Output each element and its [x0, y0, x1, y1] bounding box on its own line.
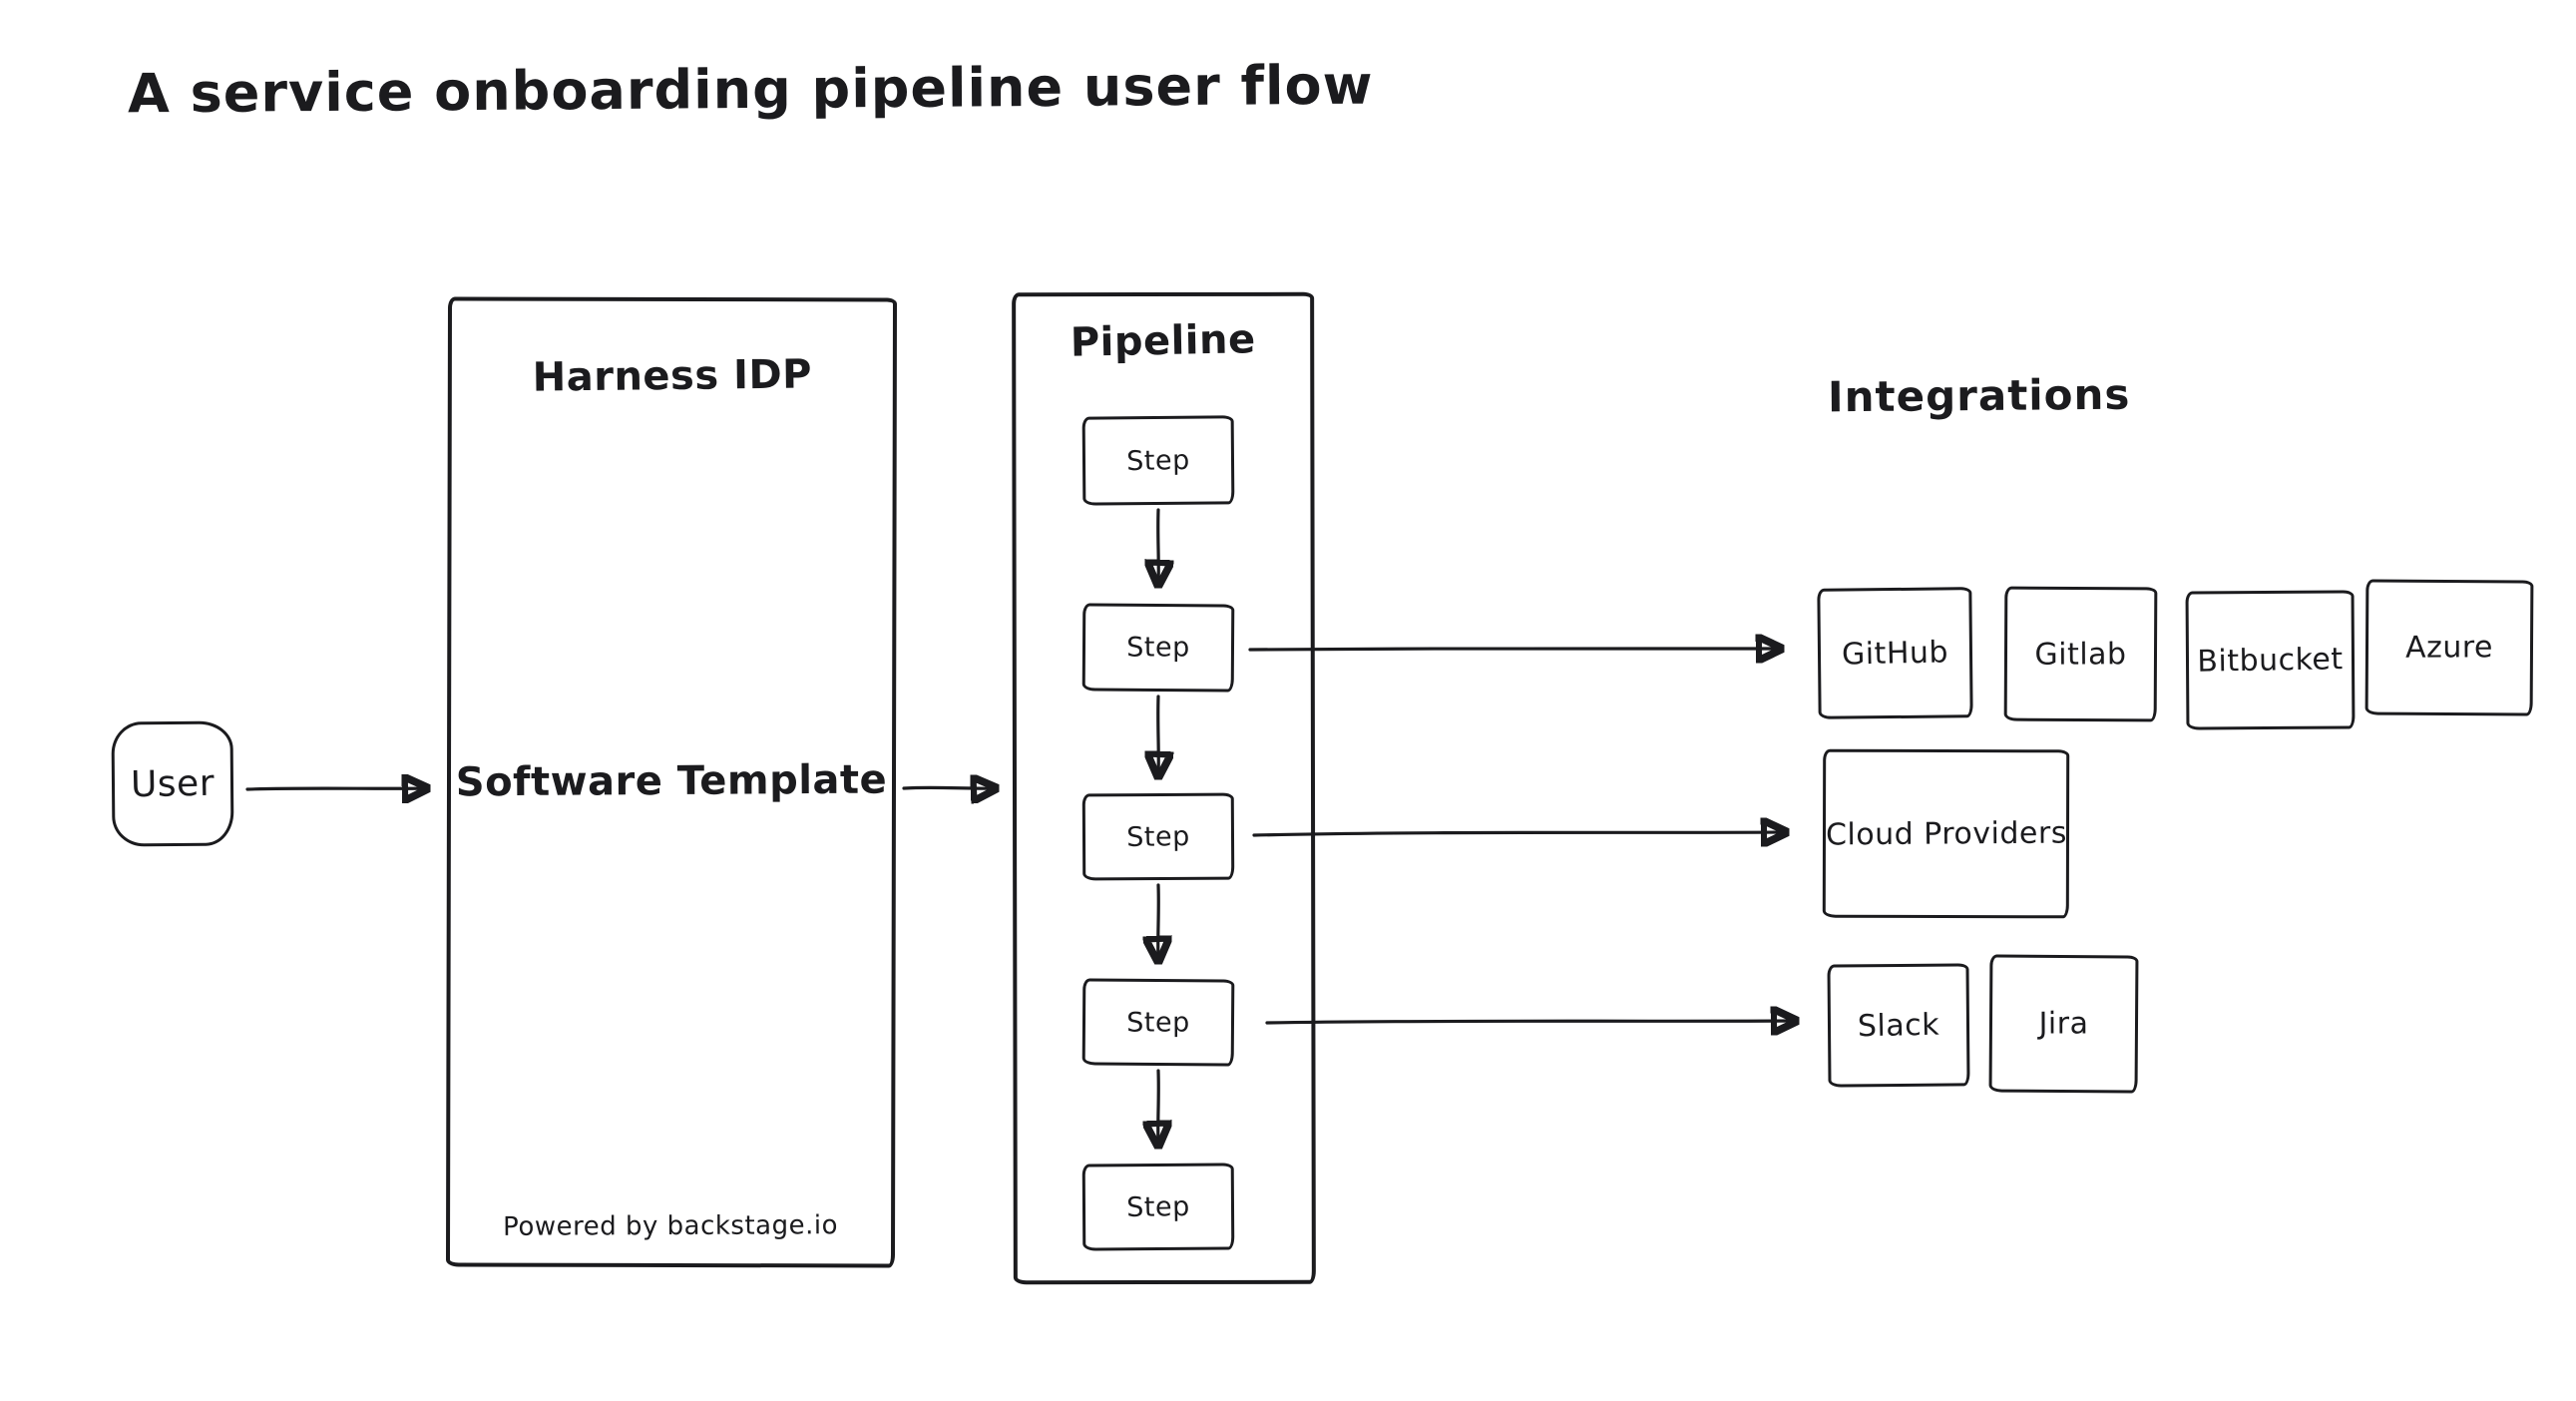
azure-label: Azure	[2404, 630, 2494, 666]
pipeline-step-2: Step	[1081, 603, 1235, 693]
user-node-label: User	[130, 762, 215, 805]
harness-idp-node: Harness IDP Software Template Powered by…	[445, 296, 898, 1268]
user-node: User	[111, 720, 234, 847]
cloud-providers-label: Cloud Providers	[1825, 815, 2068, 852]
bitbucket-label: Bitbucket	[2197, 641, 2344, 680]
step-label: Step	[1126, 1006, 1190, 1039]
pipeline-step-5: Step	[1081, 1163, 1235, 1251]
diagram-title: A service onboarding pipeline user flow	[127, 53, 1374, 126]
jira-label: Jira	[2038, 1006, 2089, 1042]
step-label: Step	[1125, 444, 1191, 477]
jira-node: Jira	[1988, 954, 2139, 1094]
arrow-user-to-template	[245, 788, 427, 789]
pipeline-step-3: Step	[1081, 792, 1235, 881]
github-label: GitHub	[1841, 634, 1949, 673]
arrow-step3-to-cloud-providers	[1252, 832, 1786, 835]
gitlab-node: Gitlab	[2003, 586, 2158, 722]
azure-node: Azure	[2364, 579, 2534, 716]
arrow-step4-to-slack	[1265, 1021, 1796, 1023]
harness-idp-title: Harness IDP	[532, 351, 813, 401]
backstage-footnote: Powered by backstage.io	[503, 1210, 839, 1242]
step-label: Step	[1126, 632, 1190, 664]
integrations-heading: Integrations	[1827, 369, 2131, 422]
software-template-label: Software Template	[455, 756, 888, 806]
step-label: Step	[1125, 820, 1190, 853]
slack-label: Slack	[1857, 1007, 1940, 1044]
github-node: GitHub	[1817, 587, 1973, 719]
bitbucket-node: Bitbucket	[2185, 590, 2356, 730]
pipeline-step-1: Step	[1081, 415, 1235, 506]
arrow-template-to-pipeline	[902, 787, 996, 788]
pipeline-step-4: Step	[1081, 978, 1235, 1067]
cloud-providers-node: Cloud Providers	[1822, 748, 2070, 919]
step-label: Step	[1125, 1190, 1190, 1223]
slack-node: Slack	[1827, 963, 1970, 1088]
pipeline-title: Pipeline	[1070, 316, 1257, 366]
gitlab-label: Gitlab	[2034, 636, 2127, 673]
arrow-step2-to-github	[1248, 649, 1781, 650]
